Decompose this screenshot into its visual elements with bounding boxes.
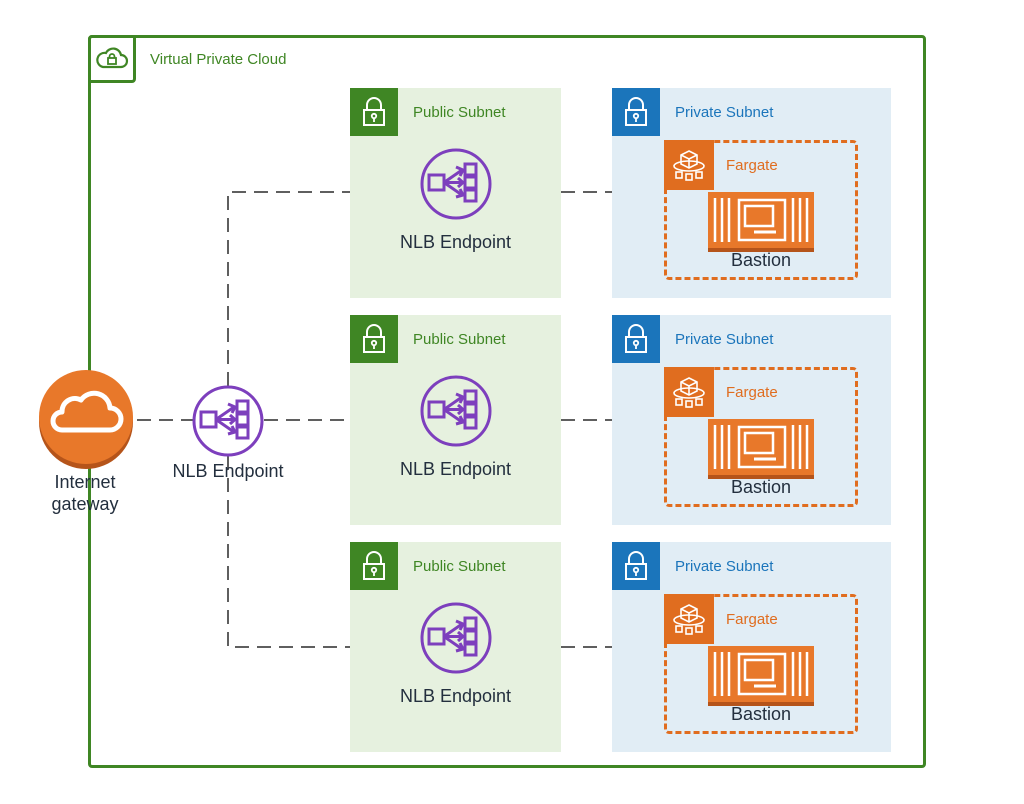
- elb-network-icon: [420, 602, 492, 674]
- padlock-icon: [612, 542, 660, 590]
- private-subnet: Private Subnet Fargate Bastion: [612, 542, 891, 752]
- fargate-cluster: [664, 140, 858, 280]
- subnet-label: Private Subnet: [675, 331, 774, 348]
- subnet-label: Private Subnet: [675, 104, 774, 121]
- container-icon: [708, 419, 814, 479]
- vpc-label: Virtual Private Cloud: [150, 51, 287, 68]
- elb-network-icon: [420, 375, 492, 447]
- connector-nlb-public-1: [227, 191, 350, 386]
- public-subnet: Public Subnet NLB Endpoint: [350, 315, 561, 525]
- public-subnet: Public Subnet NLB Endpoint: [350, 542, 561, 752]
- fargate-icon: [664, 367, 714, 417]
- fargate-label: Fargate: [726, 157, 778, 174]
- endpoint-label: NLB Endpoint: [399, 232, 512, 252]
- padlock-icon: [612, 315, 660, 363]
- fargate-cluster: [664, 594, 858, 734]
- fargate-label: Fargate: [726, 384, 778, 401]
- connector-nlb-public-3: [227, 456, 350, 648]
- endpoint-label: NLB Endpoint: [399, 459, 512, 479]
- elb-network-icon: [420, 148, 492, 220]
- subnet-label: Public Subnet: [413, 104, 506, 121]
- bastion-label: Bastion: [730, 477, 792, 497]
- subnet-label: Public Subnet: [413, 331, 506, 348]
- bastion-label: Bastion: [730, 250, 792, 270]
- fargate-cluster: [664, 367, 858, 507]
- private-subnet: Private Subnet Fargate Bastion: [612, 315, 891, 525]
- padlock-icon: [350, 542, 398, 590]
- padlock-icon: [612, 88, 660, 136]
- subnet-label: Private Subnet: [675, 558, 774, 575]
- nlb-endpoint-label: NLB Endpoint: [172, 461, 284, 481]
- container-icon: [708, 192, 814, 252]
- internet-gateway-label: Internet gateway: [51, 472, 119, 514]
- internet-gateway-icon: [39, 370, 133, 469]
- subnet-label: Public Subnet: [413, 558, 506, 575]
- endpoint-label: NLB Endpoint: [399, 686, 512, 706]
- fargate-icon: [664, 140, 714, 190]
- container-icon: [708, 646, 814, 706]
- bastion-label: Bastion: [730, 704, 792, 724]
- fargate-icon: [664, 594, 714, 644]
- padlock-icon: [350, 88, 398, 136]
- elb-network-icon: [192, 385, 264, 457]
- private-subnet: Private Subnet Fargate Bastion: [612, 88, 891, 298]
- padlock-icon: [350, 315, 398, 363]
- cloud-lock-icon: [88, 35, 136, 83]
- fargate-label: Fargate: [726, 611, 778, 628]
- public-subnet: Public Subnet NLB Endpoint: [350, 88, 561, 298]
